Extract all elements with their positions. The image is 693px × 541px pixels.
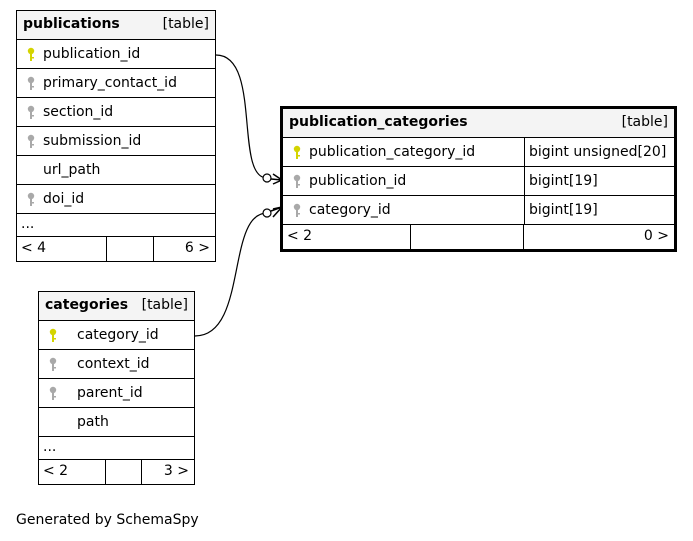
column-name: parent_id xyxy=(77,385,143,401)
foreign-key-icon xyxy=(27,76,35,90)
column-row-publication-id[interactable]: publication_id xyxy=(17,40,215,69)
column-name: category_id xyxy=(309,202,391,218)
column-type: bigint[19] xyxy=(524,196,674,224)
table-type-label: [table] xyxy=(621,114,668,130)
column-row-section-id[interactable]: section_id xyxy=(17,98,215,127)
column-name: path xyxy=(77,414,109,430)
column-list: publication_id primary_contact_id section_… xyxy=(17,40,215,214)
relationship-nav: < 2 3 > xyxy=(39,460,194,484)
children-link[interactable]: 0 > xyxy=(643,228,669,244)
foreign-key-icon xyxy=(49,357,57,371)
column-name: category_id xyxy=(77,327,159,343)
column-name: doi_id xyxy=(43,191,85,207)
column-list: publication_category_id bigint unsigned[2… xyxy=(283,138,674,225)
table-header[interactable]: publications [table] xyxy=(17,11,215,40)
generated-by-footer: Generated by SchemaSpy xyxy=(16,512,199,528)
parents-link[interactable]: < 2 xyxy=(283,225,411,249)
column-name: submission_id xyxy=(43,133,142,149)
children-link[interactable]: 6 > xyxy=(184,240,210,256)
column-row-context-id[interactable]: context_id xyxy=(39,350,194,379)
foreign-key-icon xyxy=(27,105,35,119)
foreign-key-icon xyxy=(49,386,57,400)
column-row-parent-id[interactable]: parent_id xyxy=(39,379,194,408)
column-name: publication_category_id xyxy=(309,144,476,160)
column-row-path[interactable]: path xyxy=(39,408,194,437)
parents-link[interactable]: < 2 xyxy=(39,460,106,484)
table-categories[interactable]: categories [table] category_id context_id… xyxy=(38,291,195,485)
more-columns-ellipsis: ... xyxy=(17,214,215,237)
primary-key-icon xyxy=(27,47,35,61)
relationship-nav: < 4 6 > xyxy=(17,237,215,261)
parents-link[interactable]: < 4 xyxy=(17,237,107,261)
crowfoot-circle-category xyxy=(262,208,272,218)
relationship-nav: < 2 0 > xyxy=(283,225,674,249)
nav-spacer xyxy=(107,237,154,261)
children-link[interactable]: 3 > xyxy=(163,463,189,479)
table-name: publications xyxy=(23,16,120,32)
table-type-label: [table] xyxy=(162,16,209,32)
column-row-publication-category-id[interactable]: publication_category_id bigint unsigned[2… xyxy=(283,138,674,167)
table-name: publication_categories xyxy=(289,114,468,130)
column-row-submission-id[interactable]: submission_id xyxy=(17,127,215,156)
column-name: publication_id xyxy=(309,173,407,189)
nav-spacer xyxy=(106,460,142,484)
column-type: bigint[19] xyxy=(524,167,674,195)
foreign-key-icon xyxy=(27,134,35,148)
column-name: section_id xyxy=(43,104,114,120)
column-row-doi-id[interactable]: doi_id xyxy=(17,185,215,214)
table-header[interactable]: publication_categories [table] xyxy=(283,109,674,138)
foreign-key-icon xyxy=(293,203,301,217)
primary-key-icon xyxy=(293,145,301,159)
column-row-category-id[interactable]: category_id xyxy=(39,321,194,350)
table-name: categories xyxy=(45,297,129,313)
primary-key-icon xyxy=(49,328,57,342)
column-row-publication-id[interactable]: publication_id bigint[19] xyxy=(283,167,674,196)
table-type-label: [table] xyxy=(141,297,188,313)
relationship-line-publication xyxy=(215,54,268,179)
column-name: primary_contact_id xyxy=(43,75,177,91)
column-row-category-id[interactable]: category_id bigint[19] xyxy=(283,196,674,225)
column-row-primary-contact-id[interactable]: primary_contact_id xyxy=(17,69,215,98)
column-name: publication_id xyxy=(43,46,141,62)
column-name: url_path xyxy=(43,162,101,178)
relationship-line-category xyxy=(194,212,268,337)
column-row-url-path[interactable]: url_path xyxy=(17,156,215,185)
crowfoot-circle-publication xyxy=(262,173,272,183)
table-publication-categories[interactable]: publication_categories [table] publicati… xyxy=(280,106,677,252)
column-type: bigint unsigned[20] xyxy=(524,138,674,166)
column-name: context_id xyxy=(77,356,150,372)
foreign-key-icon xyxy=(293,174,301,188)
table-header[interactable]: categories [table] xyxy=(39,292,194,321)
more-columns-ellipsis: ... xyxy=(39,437,194,460)
foreign-key-icon xyxy=(27,192,35,206)
nav-spacer xyxy=(411,225,524,249)
